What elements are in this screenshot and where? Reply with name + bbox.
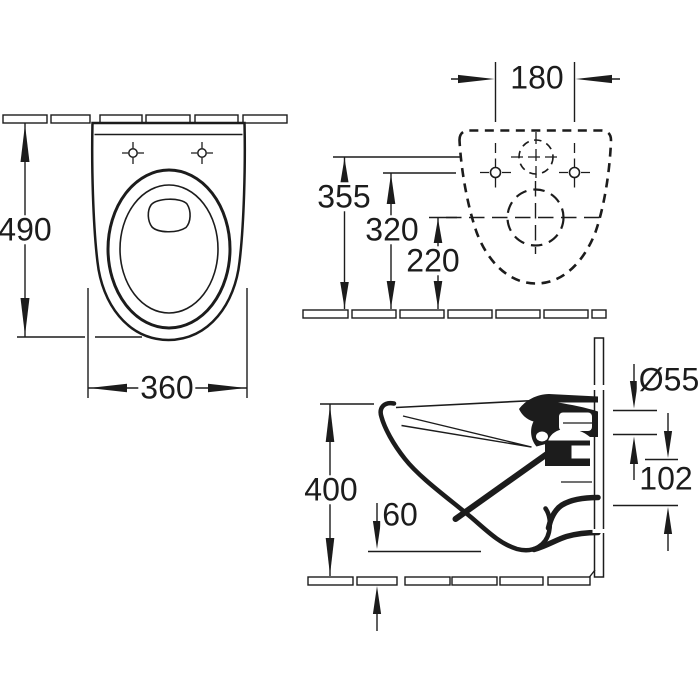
holes-height-dim-label: 320 <box>363 211 421 248</box>
seat-hole-mark-right <box>191 142 213 164</box>
bowl-section-outline <box>378 400 553 553</box>
wall-floor-chamfer <box>588 569 596 578</box>
fixing-hole-mark-right <box>559 143 590 188</box>
bottom-offset-dim-label: 60 <box>380 496 420 533</box>
seat-inner-oval <box>119 184 219 314</box>
trap-weir-line <box>452 446 557 522</box>
inlet-spigot-cavity <box>559 412 592 431</box>
pipe-centerline-marks <box>561 422 592 483</box>
base-underside <box>531 529 601 553</box>
front-width-dim-label: 360 <box>138 369 196 406</box>
dim-102-lines <box>613 413 678 551</box>
dim-55-lines <box>613 364 657 480</box>
dim-180-lines <box>451 62 620 122</box>
outlet-size-dim-label: 102 <box>637 460 695 497</box>
front-view-group <box>2 114 288 398</box>
bowl-water-lines <box>401 415 532 448</box>
dim-400-lines <box>320 403 374 576</box>
seat-hole-mark-left <box>122 142 144 164</box>
bowl-water-hole <box>147 198 191 233</box>
rim-channel-gap <box>536 431 548 442</box>
footprint-dashed-outline <box>458 129 613 285</box>
side-wall-line <box>593 337 605 578</box>
hole-spacing-dim-label: 180 <box>508 59 566 96</box>
side-floor-section <box>307 576 591 586</box>
dim-490-lines <box>17 123 142 338</box>
outlet-height-dim-label: 220 <box>404 242 462 279</box>
wall-break-marks <box>592 385 606 533</box>
dim-60-lines <box>368 503 481 631</box>
waste-outlet-mark <box>446 181 601 254</box>
rim-top-line <box>395 399 546 409</box>
fixing-hole-mark-left <box>480 143 511 188</box>
water-inlet-mark <box>511 132 561 182</box>
outlet-section-block <box>545 440 590 466</box>
side-depth-dim-label: 400 <box>302 471 360 508</box>
rear-underside-view-group <box>302 62 620 319</box>
dim-360-lines <box>87 288 248 398</box>
outlet-pipe-underside <box>545 494 601 531</box>
inlet-diameter-dim-label: Ø55 <box>636 361 700 398</box>
front-wall-section <box>2 114 288 124</box>
inlet-height-dim-label: 355 <box>315 178 373 215</box>
dim-220-lines <box>429 216 457 309</box>
side-section-view-group <box>307 337 678 631</box>
seat-outer-oval <box>106 168 232 330</box>
rear-wall-section <box>302 309 607 319</box>
front-height-dim-label: 490 <box>0 213 54 246</box>
